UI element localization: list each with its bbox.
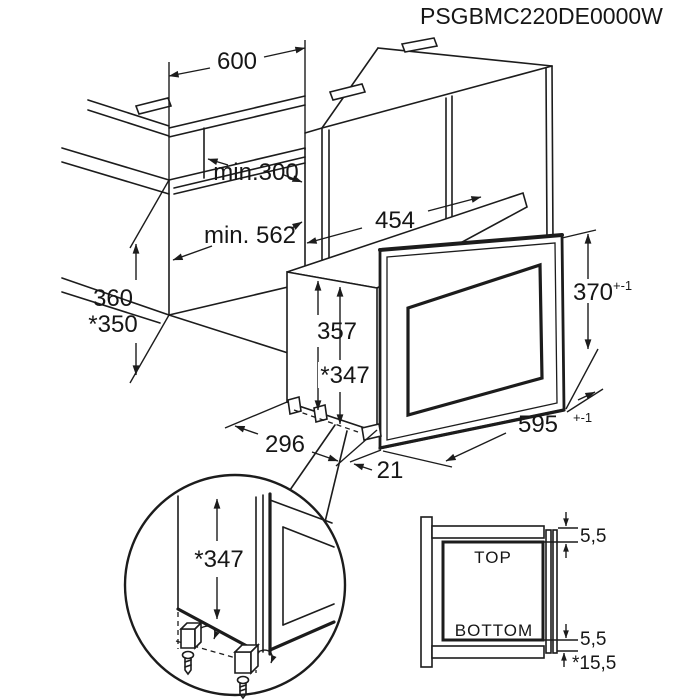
mounting-bracket-icon bbox=[328, 83, 367, 101]
dim-oven-height-alt: *347 bbox=[318, 286, 372, 425]
dim-door-offset-label: 21 bbox=[377, 457, 404, 484]
dim-shelf-depth: min.300 bbox=[207, 158, 303, 186]
product-code: PSGBMC220DE0000W bbox=[420, 3, 663, 29]
dim-bottom-gap: 5,5 bbox=[543, 624, 606, 652]
side-view-bottom-label: BOTTOM bbox=[455, 621, 533, 640]
oven-foot bbox=[361, 423, 382, 441]
cabinet-top-panel bbox=[431, 525, 545, 539]
rotate-arrow-icon bbox=[257, 649, 277, 664]
niche-dimensions: 600 min.300 min. 562 360 *350 bbox=[88, 40, 306, 384]
side-view: TOP BOTTOM 5,5 5,5 *15,5 bbox=[420, 512, 616, 674]
dim-top-gap-label: 5,5 bbox=[580, 526, 606, 547]
rotate-arrow-icon bbox=[200, 625, 220, 640]
side-view-top-label: TOP bbox=[474, 548, 512, 567]
screw-icon bbox=[236, 675, 250, 700]
dim-front-width: 595 +-1 bbox=[382, 388, 604, 468]
dim-door-offset: 21 bbox=[349, 449, 404, 484]
dim-cabinet-width-label: 600 bbox=[217, 48, 257, 75]
detail-callout: *347 bbox=[123, 424, 348, 700]
microwave-oven bbox=[286, 191, 566, 450]
dim-niche-depth: min. 562 bbox=[172, 221, 303, 261]
dim-oven-width-label: 454 bbox=[375, 207, 415, 234]
dim-niche-height-label: 360 bbox=[93, 285, 133, 312]
dim-oven-height-alt-label: *347 bbox=[320, 362, 369, 389]
dim-niche-height: 360 *350 bbox=[88, 179, 170, 384]
oven-outline bbox=[441, 540, 545, 642]
door-panel bbox=[545, 529, 552, 654]
dim-oven-depth: 296 bbox=[224, 401, 378, 467]
dim-oven-depth-label: 296 bbox=[265, 431, 305, 458]
dim-shelf-depth-label: min.300 bbox=[213, 159, 298, 186]
dim-oven-height-label: 357 bbox=[317, 318, 357, 345]
oven-door-window bbox=[406, 262, 544, 418]
dim-front-height: 370 +-1 bbox=[561, 229, 632, 410]
dim-foot-height-label: *347 bbox=[194, 546, 243, 573]
dim-bottom-offset: *15,5 bbox=[561, 652, 616, 674]
dim-cabinet-width: 600 bbox=[168, 40, 306, 182]
oven-foot bbox=[287, 395, 302, 416]
mounting-bracket-icon bbox=[400, 37, 439, 53]
dim-bottom-gap-label: 5,5 bbox=[580, 629, 606, 650]
dim-front-height-tolerance: +-1 bbox=[613, 278, 632, 293]
dim-front-height-label: 370 bbox=[573, 279, 613, 306]
oven-dimensions: 454 357 *347 370 +-1 bbox=[224, 196, 632, 484]
dim-front-width-label: 595 bbox=[518, 411, 558, 438]
dim-bottom-offset-label: *15,5 bbox=[572, 653, 616, 674]
adjustable-foot-icon bbox=[233, 643, 277, 675]
cabinet-side-panel bbox=[420, 516, 433, 668]
dim-oven-width: 454 bbox=[306, 196, 482, 244]
dim-niche-height-alt-label: *350 bbox=[88, 311, 137, 338]
door-panel bbox=[552, 529, 558, 654]
mounting-bracket-icon bbox=[134, 97, 173, 115]
dim-top-gap: 5,5 bbox=[544, 512, 606, 558]
dim-front-width-tolerance: +-1 bbox=[573, 410, 592, 425]
cabinet-bottom-panel bbox=[431, 645, 545, 659]
adjustable-foot-icon bbox=[179, 621, 220, 650]
dim-foot-height: *347 bbox=[192, 498, 246, 620]
dim-niche-depth-label: min. 562 bbox=[204, 222, 296, 249]
screw-icon bbox=[181, 650, 195, 676]
